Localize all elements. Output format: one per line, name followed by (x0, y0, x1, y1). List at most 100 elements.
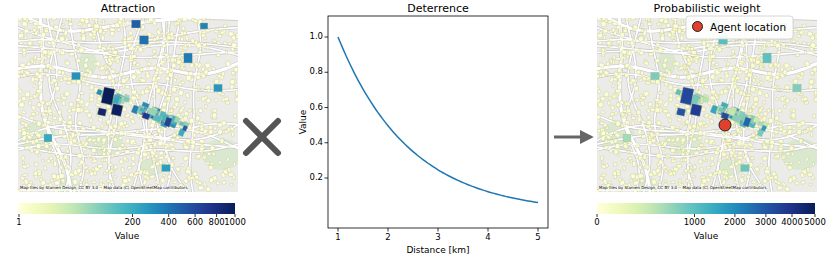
building (200, 23, 208, 29)
building (698, 136, 702, 140)
building (648, 140, 652, 145)
building (809, 183, 812, 186)
building (168, 73, 173, 78)
building (153, 148, 157, 152)
building (749, 84, 751, 87)
building (59, 130, 63, 135)
building (160, 177, 166, 183)
building (33, 121, 35, 124)
building (197, 155, 201, 159)
building (173, 133, 177, 137)
building (50, 179, 53, 181)
building (41, 123, 47, 128)
building (159, 62, 164, 66)
building (69, 173, 74, 177)
park-area (202, 139, 238, 170)
building (766, 42, 770, 47)
building (183, 156, 189, 162)
building (658, 92, 663, 95)
building (124, 147, 127, 150)
building (53, 47, 56, 51)
building (135, 150, 140, 155)
park-area (781, 139, 817, 170)
building (196, 116, 201, 121)
building (674, 153, 677, 156)
building (656, 132, 660, 135)
building (46, 18, 50, 20)
building (603, 145, 609, 150)
building (732, 49, 735, 53)
building (617, 172, 621, 176)
building (92, 138, 97, 142)
building (697, 80, 700, 82)
building (98, 147, 101, 150)
building (119, 130, 124, 135)
building (644, 166, 647, 169)
building (687, 109, 691, 113)
building (618, 177, 622, 181)
building (190, 144, 195, 150)
building (648, 102, 652, 106)
building (777, 122, 782, 126)
building (728, 145, 731, 149)
building (118, 80, 121, 82)
building (77, 132, 81, 135)
building (18, 33, 23, 38)
building (51, 78, 56, 83)
building (687, 125, 692, 130)
building (198, 186, 203, 190)
building (715, 42, 718, 45)
building (645, 149, 648, 153)
building (105, 132, 111, 137)
building (641, 29, 644, 32)
building (67, 77, 72, 81)
building (805, 157, 809, 162)
building (209, 178, 213, 183)
building (735, 77, 740, 80)
building (690, 83, 693, 87)
building (170, 109, 173, 113)
road (18, 125, 238, 147)
building (111, 70, 115, 73)
building (647, 23, 652, 26)
building (147, 44, 150, 47)
building (797, 34, 801, 37)
building (53, 101, 56, 104)
building (616, 57, 621, 60)
building (217, 41, 221, 45)
building (83, 165, 88, 169)
building (725, 177, 728, 181)
building (218, 161, 221, 164)
building (690, 47, 693, 50)
building (84, 141, 89, 147)
building (802, 42, 806, 45)
building (792, 127, 796, 130)
building (150, 175, 155, 179)
building (762, 156, 768, 162)
building (202, 42, 207, 46)
road (618, 18, 651, 192)
building (216, 181, 220, 185)
building (125, 113, 130, 117)
building (617, 81, 621, 86)
building (597, 129, 601, 132)
building (115, 151, 121, 156)
building (719, 78, 724, 82)
building (749, 109, 752, 113)
building (105, 71, 108, 75)
building (674, 61, 679, 66)
building (671, 159, 676, 163)
building (680, 36, 683, 40)
building (35, 150, 40, 155)
building (603, 35, 606, 40)
building (68, 115, 72, 119)
building (46, 73, 50, 77)
building (66, 81, 71, 84)
building (234, 114, 237, 118)
building (118, 146, 123, 150)
building (107, 66, 110, 69)
building (684, 132, 690, 137)
building (660, 127, 665, 130)
road (45, 18, 60, 192)
building (91, 125, 95, 129)
